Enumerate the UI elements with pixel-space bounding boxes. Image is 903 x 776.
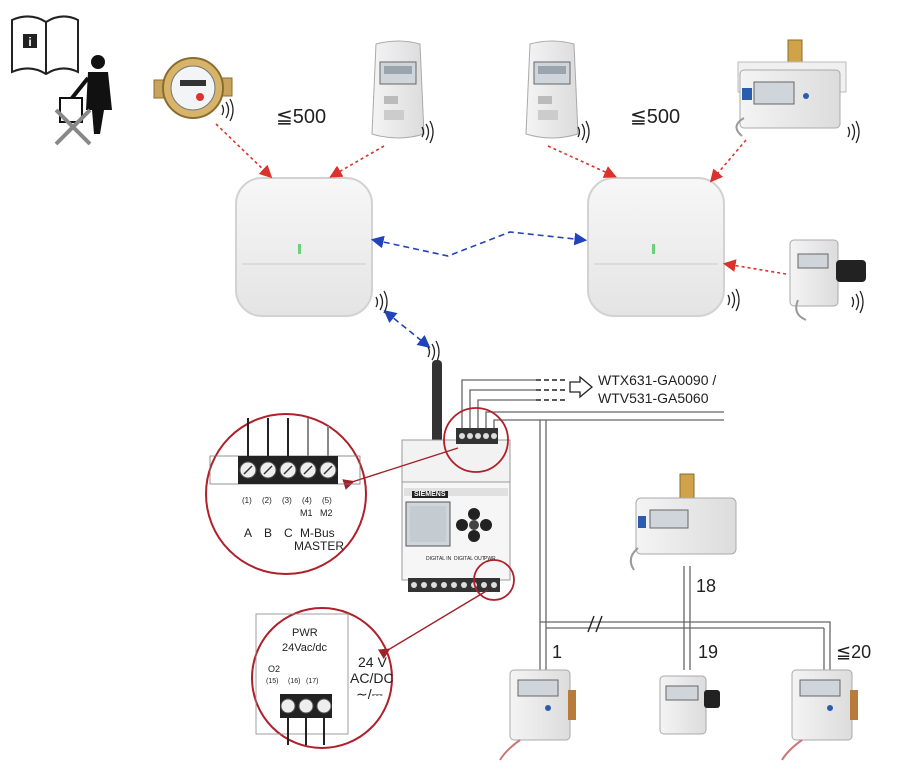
controller-pwr: PWR	[484, 556, 496, 562]
terminal-num-4: (4)	[302, 496, 312, 505]
controller-digital-out: DIGITAL OUT	[454, 556, 485, 562]
mbus-zoom-circle	[205, 407, 509, 575]
person-disposal-icon	[54, 55, 112, 146]
break-mark	[587, 615, 603, 633]
mbus-controller	[401, 428, 511, 592]
terminal-a: A	[244, 526, 253, 540]
terminal-mbus: M-Bus	[300, 526, 335, 540]
antenna	[432, 360, 442, 460]
heat-meter-20	[781, 669, 858, 761]
supply-type: AC/DC	[350, 670, 394, 686]
pwr-num-16: (16)	[288, 678, 301, 685]
pwr-spec: 24Vac/dc	[282, 642, 328, 654]
compact-heat-meter-right	[789, 239, 866, 321]
product-line-2: WTV531-GA5060	[598, 390, 709, 406]
terminal-num-1: (1)	[242, 496, 252, 505]
controller-digital-in: DIGITAL IN	[426, 556, 452, 562]
controller-brand: SIEMENS	[412, 491, 448, 498]
svg-text:i: i	[28, 35, 31, 49]
meter-count-1: 1	[552, 642, 563, 662]
terminal-num-5: (5)	[322, 496, 332, 505]
heat-cost-allocator-right	[525, 40, 579, 139]
terminal-num-2: (2)	[262, 496, 272, 505]
supply-voltage: 24 V	[358, 654, 387, 670]
terminal-c: C	[284, 526, 293, 540]
gateway-right	[587, 177, 725, 317]
meter-count-19: 19	[698, 642, 719, 662]
right-count-label: ≦500	[630, 106, 681, 128]
heat-meter-top-right	[735, 39, 847, 137]
terminal-b: B	[264, 526, 273, 540]
terminal-m2: M2	[320, 508, 333, 518]
heat-meter-18	[629, 473, 737, 571]
gateway-links	[370, 231, 588, 349]
terminal-master: MASTER	[294, 539, 345, 553]
heat-meter-1	[499, 669, 576, 761]
pwr-num-17: (17)	[306, 678, 319, 685]
pwr-o2: O2	[268, 664, 281, 674]
meter-count-18: 18	[696, 576, 717, 596]
info-manual-icon: i	[11, 15, 79, 76]
left-count-label: ≦500	[276, 106, 327, 128]
pwr-title: PWR	[292, 627, 318, 639]
heat-meter-19	[659, 675, 720, 735]
wire-break-dashes	[536, 379, 566, 401]
heat-cost-allocator-left	[371, 40, 425, 139]
radio-links	[215, 123, 787, 275]
terminal-num-3: (3)	[282, 496, 292, 505]
product-line-1: WTX631-GA0090 /	[598, 372, 717, 388]
outline-arrow	[569, 375, 594, 399]
gateway-left	[235, 177, 373, 317]
pwr-num-15: (15)	[266, 678, 279, 685]
pwr-zoom-circle	[251, 559, 515, 749]
meter-count-20: ≦20	[836, 642, 872, 662]
water-meter-device	[153, 57, 233, 119]
terminal-m1: M1	[300, 508, 313, 518]
supply-symbol: ∼/⎓	[356, 686, 383, 702]
